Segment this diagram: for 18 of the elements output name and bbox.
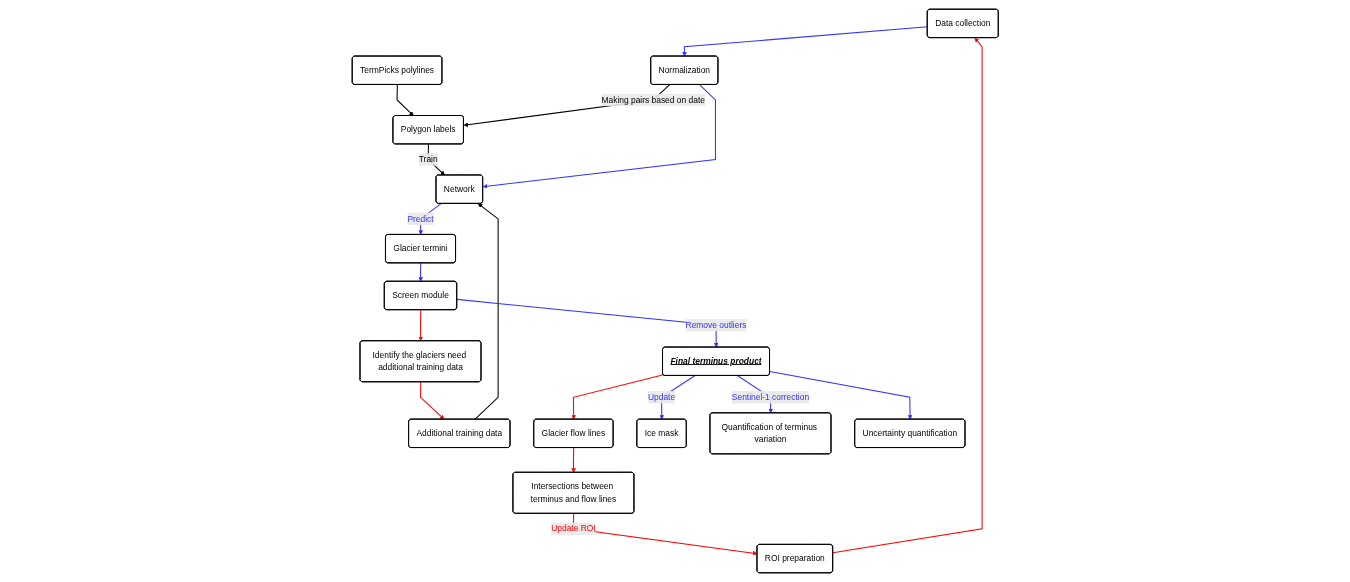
edge-label: Update — [647, 392, 675, 402]
edge-label: Predict — [407, 214, 434, 224]
edge-label: Making pairs based on date — [601, 95, 705, 105]
arrow — [832, 37, 983, 554]
arrow — [482, 84, 716, 189]
arrow — [418, 309, 423, 342]
edge-label: Update ROI — [550, 524, 596, 534]
arrow — [418, 262, 423, 282]
arrow — [769, 370, 913, 420]
arrow — [571, 447, 576, 473]
arrow — [396, 84, 414, 116]
edge-label: Train — [418, 154, 438, 164]
arrow — [681, 26, 928, 57]
edge-label: Remove outliers — [685, 320, 747, 330]
arrow — [419, 381, 445, 420]
arrow — [474, 203, 499, 420]
edge-label: Sentinel-1 correction — [731, 392, 809, 402]
arrow — [571, 374, 664, 420]
